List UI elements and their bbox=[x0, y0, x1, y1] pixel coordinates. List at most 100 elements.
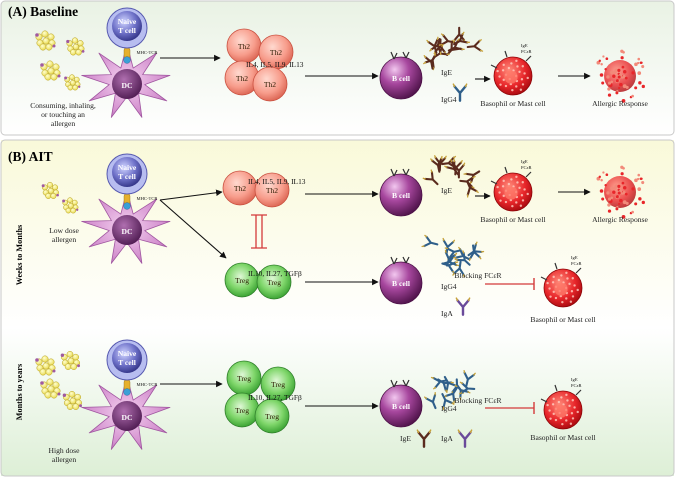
treg-label: Treg bbox=[271, 380, 285, 389]
antibody-icon bbox=[452, 83, 468, 102]
th2-label: Th2 bbox=[234, 184, 246, 193]
degranulating-cell-icon bbox=[596, 165, 645, 219]
treg-label: Treg bbox=[235, 406, 249, 415]
mhc-tcr-label: MHC-TCR bbox=[137, 50, 159, 55]
mast-ige-label: IgE bbox=[521, 159, 528, 164]
allergen-caption-line3: allergen bbox=[51, 119, 76, 128]
label-basophil-ait: Basophil or Mast cell bbox=[480, 215, 545, 224]
degranulating-cell-icon bbox=[596, 49, 645, 103]
label-basophil-baseline: Basophil or Mast cell bbox=[480, 99, 545, 108]
allergen-icon bbox=[41, 181, 59, 199]
th2-cell: Th2 bbox=[258, 34, 294, 70]
mast-fcer-label: FCεR bbox=[571, 383, 583, 388]
b-cell: B cell bbox=[379, 379, 423, 428]
allergen-caption-line2: or touching an bbox=[41, 110, 85, 119]
inhibition-arrow bbox=[485, 278, 535, 290]
b-cell-label: B cell bbox=[392, 74, 410, 83]
naive-t-label-line2: T cell bbox=[118, 172, 136, 181]
section-title-ait: (B) AIT bbox=[8, 149, 53, 164]
dc-label: DC bbox=[122, 227, 133, 236]
b-cell: B cell bbox=[379, 256, 423, 305]
label-allergic-response-baseline: Allergic Response bbox=[592, 99, 648, 108]
th2-cell: Th2 bbox=[222, 170, 258, 206]
naive-t-label-line1: Naive bbox=[118, 17, 137, 26]
antibody-icon bbox=[458, 381, 476, 395]
dc-nucleus bbox=[112, 401, 142, 431]
low-dose-caption-line1: Low dose bbox=[49, 226, 79, 235]
antibody-icon bbox=[416, 429, 432, 448]
flow-arrow bbox=[159, 189, 223, 201]
label-basophil-blocked: Basophil or Mast cell bbox=[530, 315, 595, 324]
naive-t-label-line1: Naive bbox=[118, 349, 137, 358]
label-allergic-response-ait: Allergic Response bbox=[592, 215, 648, 224]
mast-fcer-label: FCεR bbox=[571, 261, 583, 266]
naive-t-label-line2: T cell bbox=[118, 358, 136, 367]
antibody-icon bbox=[434, 155, 447, 172]
cytokines-ait-treg: IL10, IL27, TGFβ bbox=[248, 269, 302, 278]
allergen-icon bbox=[60, 351, 80, 370]
antibody-icon bbox=[452, 246, 470, 261]
allergen-icon bbox=[40, 378, 61, 399]
antibody-icon bbox=[468, 244, 482, 262]
allergen-caption-line1: Consuming, inhaling, bbox=[30, 101, 96, 110]
label-igg4-baseline: IgG4 bbox=[441, 95, 457, 104]
antibody-icon bbox=[452, 260, 465, 278]
mast-fcer-label: FCεR bbox=[521, 49, 533, 54]
label-basophil-blocked-high: Basophil or Mast cell bbox=[530, 433, 595, 442]
mutual-inhibition-icon bbox=[251, 214, 267, 249]
label-iga-ait: IgA bbox=[441, 309, 453, 318]
high-dose-caption-line1: High dose bbox=[48, 446, 80, 455]
dc-label: DC bbox=[122, 81, 133, 90]
cytokines-ait-th2: IL4, IL5, IL9, IL13 bbox=[248, 177, 306, 186]
allergen-icon bbox=[64, 74, 81, 91]
antibody-icon bbox=[441, 392, 455, 410]
section-title-baseline: (A) Baseline bbox=[8, 4, 78, 19]
treg-label: Treg bbox=[267, 278, 281, 287]
treg-cell: Treg bbox=[256, 264, 292, 300]
arrow-group bbox=[159, 54, 591, 414]
treg-label: Treg bbox=[237, 374, 251, 383]
th2-label: Th2 bbox=[264, 80, 276, 89]
th2-label: Th2 bbox=[266, 186, 278, 195]
antibody-icon bbox=[455, 297, 471, 316]
allergen-icon bbox=[62, 197, 79, 214]
antibody-icon bbox=[466, 180, 479, 198]
b-cell: B cell bbox=[379, 168, 423, 217]
th2-cell: Th2 bbox=[252, 66, 288, 102]
label-blocking-fcer-high: Blocking FCεR bbox=[454, 396, 502, 405]
dc-nucleus bbox=[112, 215, 142, 245]
mast-ige-label: IgE bbox=[521, 43, 528, 48]
label-igg4-ait: IgG4 bbox=[441, 282, 457, 291]
allergen-icon bbox=[40, 60, 61, 81]
th2-label: Th2 bbox=[238, 42, 250, 51]
th2-cell: Th2 bbox=[226, 28, 262, 64]
antibody-icon bbox=[444, 249, 458, 267]
low-dose-caption-line2: allergen bbox=[52, 235, 77, 244]
label-ige-baseline: IgE bbox=[441, 68, 452, 77]
panel-baseline bbox=[0, 0, 675, 136]
high-dose-caption-line2: allergen bbox=[52, 455, 77, 464]
antibody-icon bbox=[421, 234, 439, 248]
antibody-icon bbox=[463, 369, 476, 387]
mhc-tcr-label: MHC-TCR bbox=[137, 196, 159, 201]
antibody-icon bbox=[441, 261, 459, 274]
b-cell-label: B cell bbox=[392, 191, 410, 200]
antibody-group bbox=[416, 26, 485, 448]
antibody-icon bbox=[423, 52, 437, 70]
th2-label: Th2 bbox=[270, 48, 282, 57]
antibody-icon bbox=[453, 31, 470, 46]
label-ige-high: IgE bbox=[400, 434, 411, 443]
th2-cell: Th2 bbox=[254, 172, 290, 208]
b-cell-label: B cell bbox=[392, 279, 410, 288]
allergen-icon bbox=[35, 30, 56, 51]
label-ige-ait: IgE bbox=[441, 186, 452, 195]
